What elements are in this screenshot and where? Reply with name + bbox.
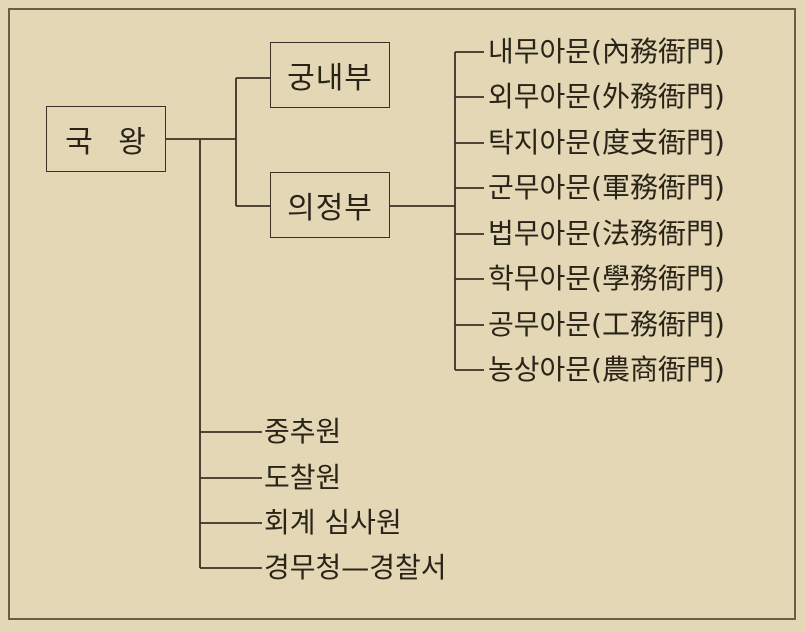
direct-office-label: 회계 심사원 [264,506,402,539]
state-council-label: 의정부 [287,191,373,226]
ministry-label: 농상아문(農商衙門) [488,353,725,386]
ministry-label: 군무아문(軍務衙門) [488,171,725,204]
chart-border [8,8,796,620]
state-council-box: 의정부 [270,172,390,238]
ministry-label: 탁지아문(度支衙門) [488,126,725,159]
direct-office-label: 도찰원 [264,461,342,494]
ministry-label: 외무아문(外務衙門) [488,80,725,113]
ministry-label: 법무아문(法務衙門) [488,217,725,250]
ministry-label: 내무아문(內務衙門) [488,35,725,68]
palace-ministry-box: 궁내부 [270,42,390,108]
direct-office-label: 경무청—경찰서 [264,551,447,584]
ministry-label: 학무아문(學務衙門) [488,262,725,295]
direct-office-label: 중추원 [264,415,342,448]
king-box: 국 왕 [46,106,166,172]
king-label: 국 왕 [65,125,147,160]
ministry-label: 공무아문(工務衙門) [488,308,725,341]
palace-ministry-label: 궁내부 [287,61,373,96]
